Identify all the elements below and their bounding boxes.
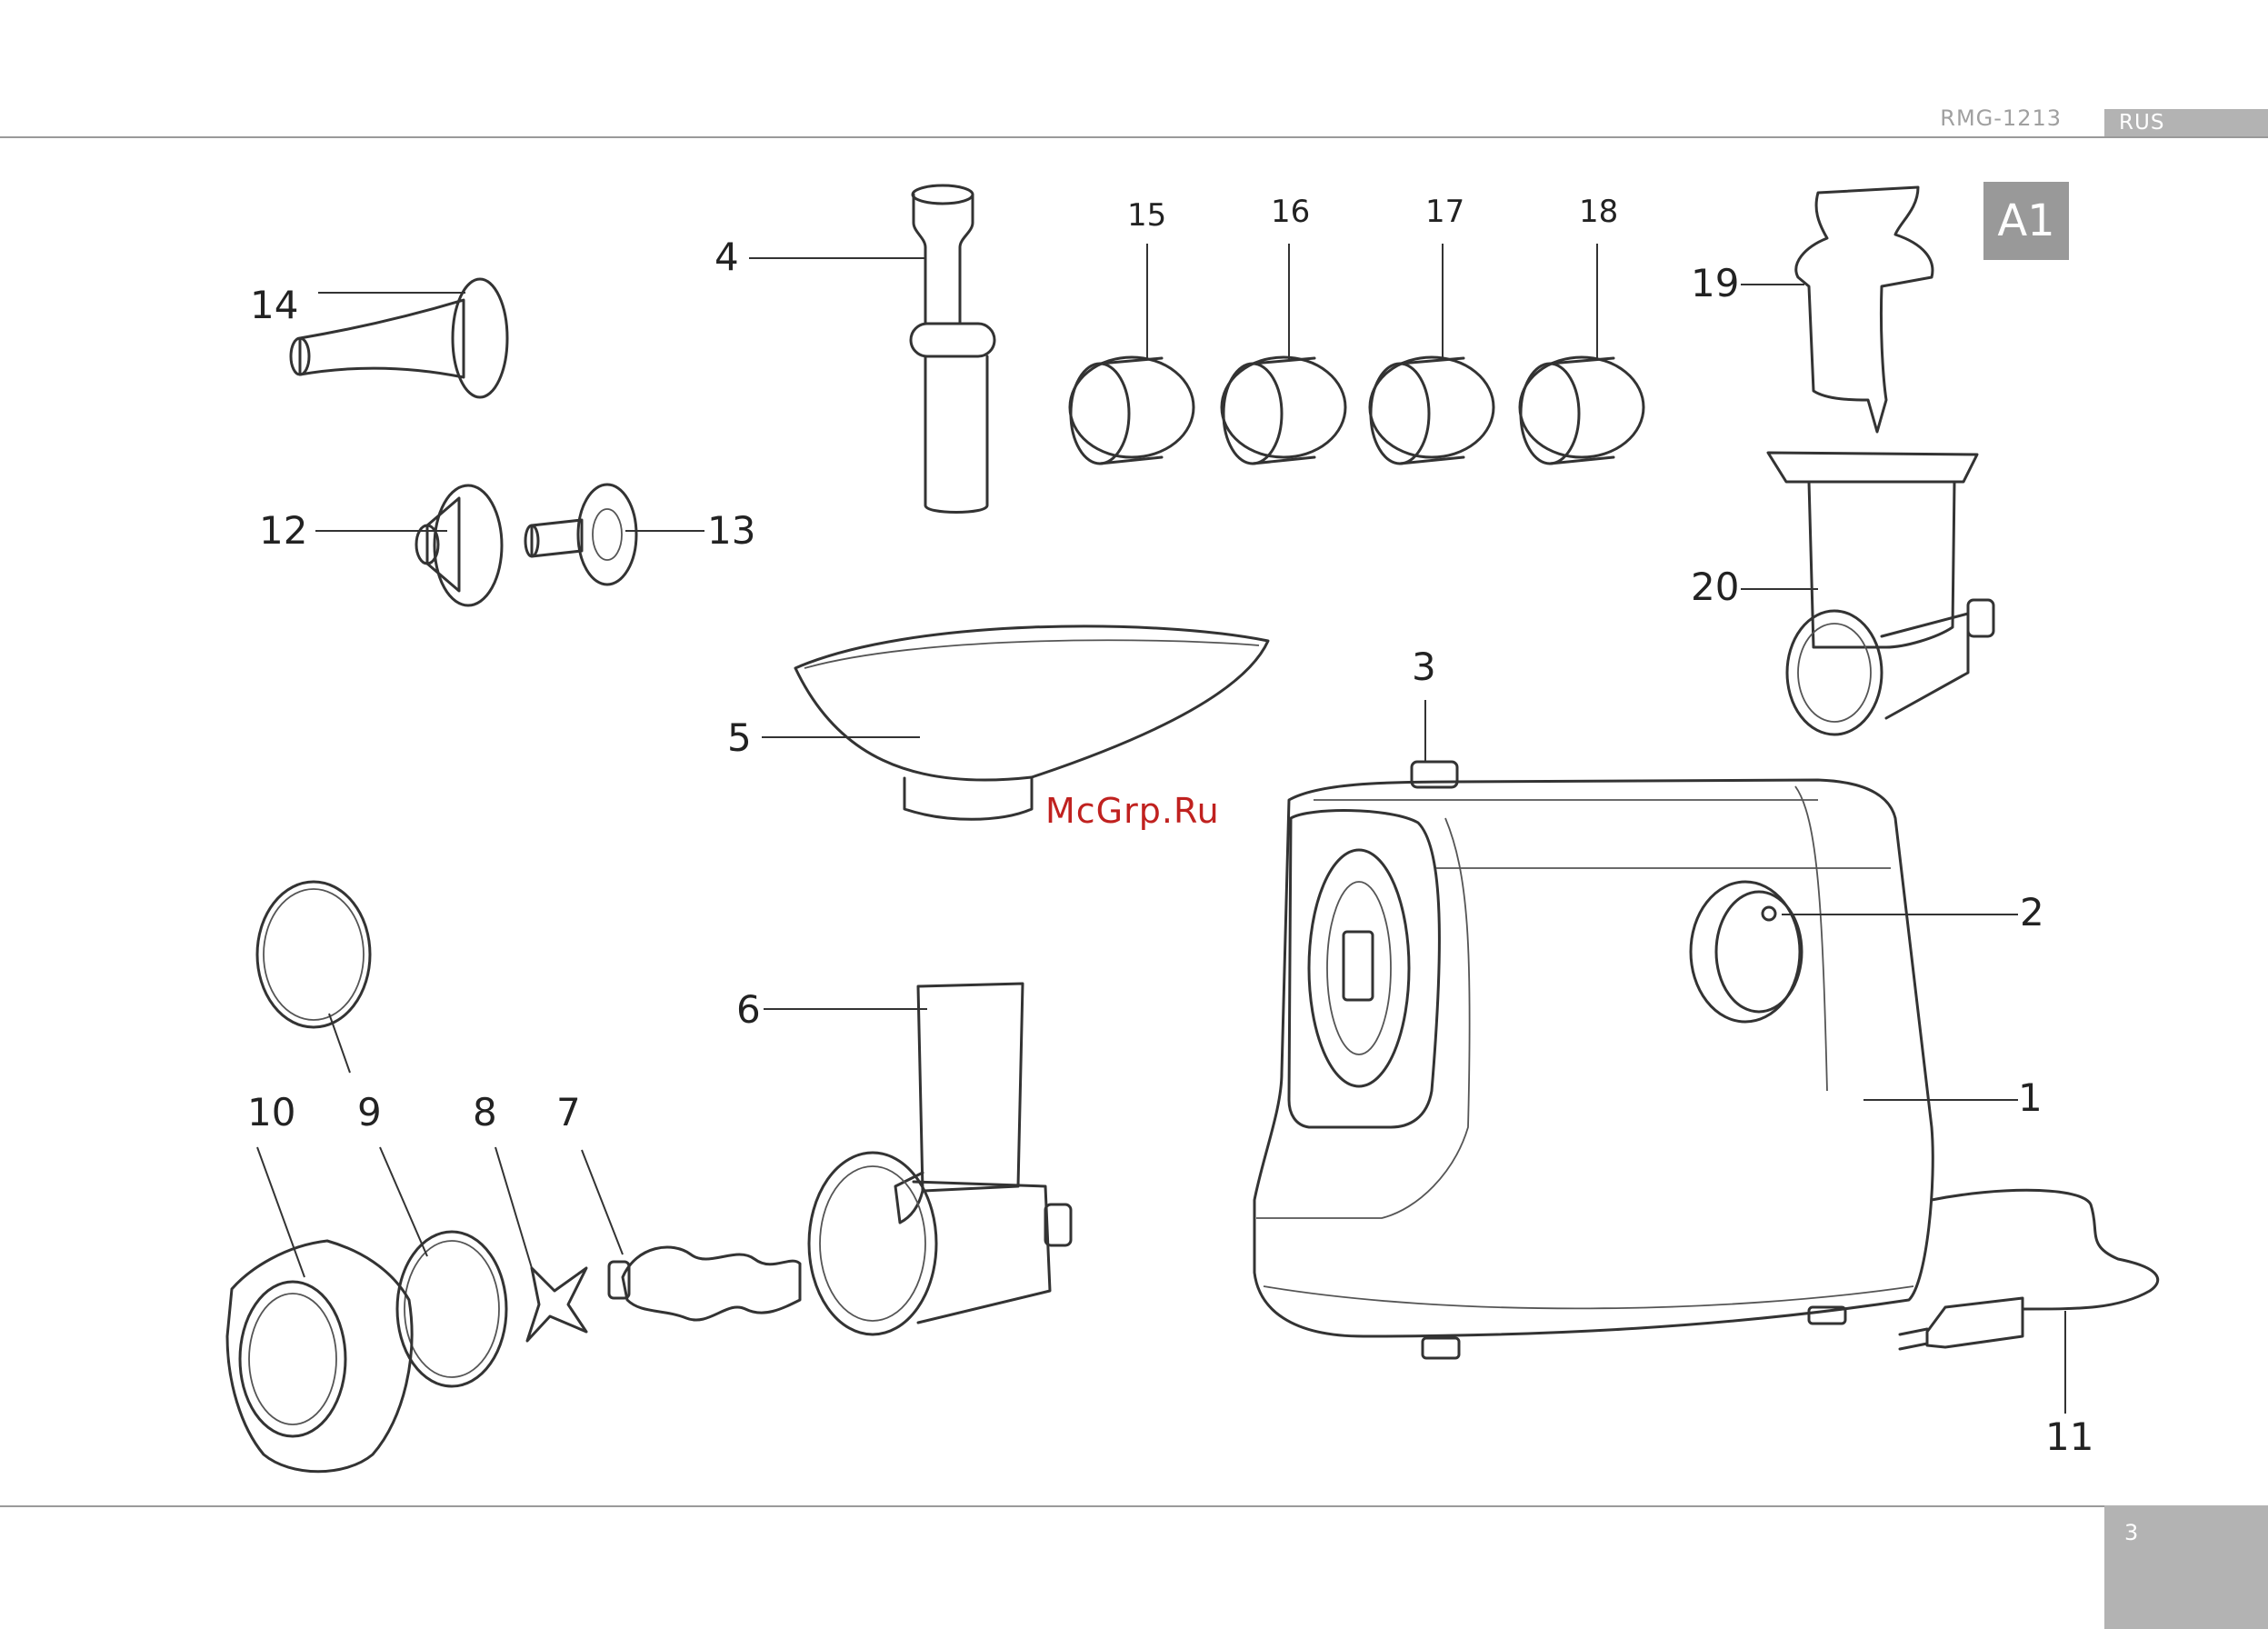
part-drum-17 — [1370, 244, 1494, 464]
part-power-cord — [1900, 1190, 2158, 1414]
callout-5: 5 — [727, 715, 752, 760]
watermark: McGrp.Ru — [1045, 791, 1220, 831]
part-slicer-body — [1741, 453, 1993, 735]
callout-3: 3 — [1412, 645, 1436, 689]
callout-2: 2 — [2020, 890, 2044, 934]
part-drum-18 — [1520, 244, 1644, 464]
part-kebbe-former — [525, 485, 704, 585]
part-kebbe-cone — [315, 485, 502, 605]
part-cutting-plate — [380, 1147, 506, 1386]
part-speed-knob — [1691, 882, 2018, 1022]
callout-17: 17 — [1425, 194, 1464, 230]
callout-19: 19 — [1691, 261, 1739, 305]
callout-4: 4 — [714, 235, 739, 279]
callout-7: 7 — [556, 1090, 581, 1134]
callout-10: 10 — [247, 1090, 295, 1134]
part-mincer-housing — [764, 984, 1071, 1334]
part-sausage-nozzle — [291, 279, 507, 397]
callout-8: 8 — [473, 1090, 497, 1134]
part-drum-15 — [1070, 244, 1194, 464]
callout-15: 15 — [1127, 197, 1166, 234]
callout-18: 18 — [1579, 194, 1618, 230]
callout-16: 16 — [1271, 194, 1310, 230]
part-drum-16 — [1222, 244, 1345, 464]
callout-9: 9 — [357, 1090, 382, 1134]
part-cross-knife — [495, 1147, 586, 1341]
callout-12: 12 — [259, 508, 307, 553]
callout-14: 14 — [250, 283, 298, 327]
part-auger — [582, 1150, 800, 1320]
callout-20: 20 — [1691, 565, 1739, 609]
callout-1: 1 — [2018, 1075, 2043, 1120]
callout-13: 13 — [707, 508, 755, 553]
part-power-button — [1412, 700, 1457, 787]
part-ring-nut — [227, 1147, 412, 1472]
part-motor-unit — [1254, 780, 2018, 1358]
callout-6: 6 — [736, 987, 761, 1032]
part-cutting-plate-fine — [257, 882, 370, 1073]
callout-11: 11 — [2045, 1414, 2093, 1459]
part-slicer-pusher — [1741, 187, 1933, 432]
part-pusher — [749, 185, 994, 513]
